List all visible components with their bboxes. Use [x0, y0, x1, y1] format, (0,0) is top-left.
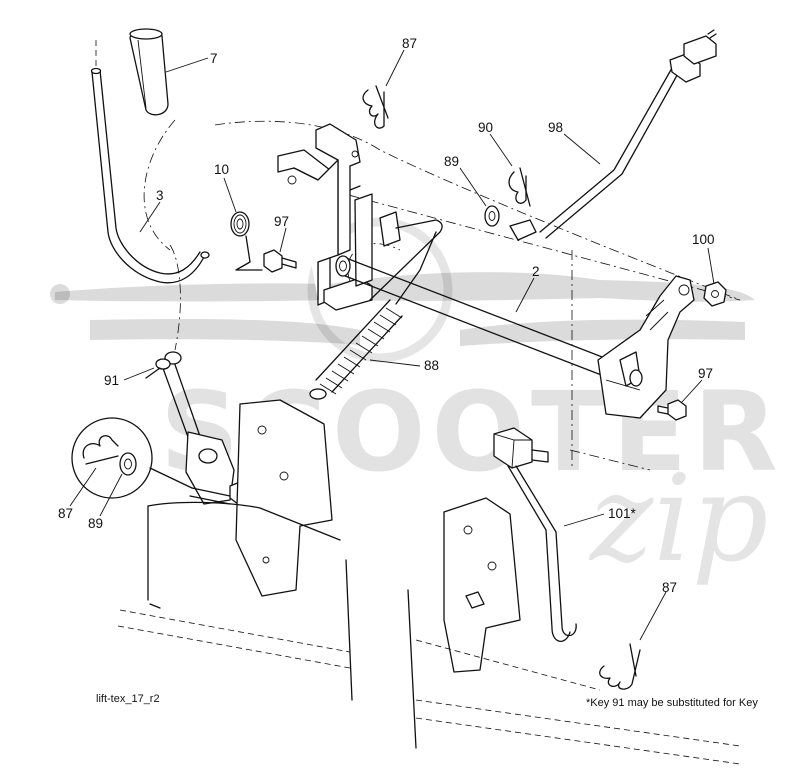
rod-101 [493, 427, 577, 642]
callout-10: 10 [214, 162, 229, 177]
grip-7 [129, 28, 169, 116]
center-bracket [277, 123, 373, 311]
callout-2: 2 [532, 264, 540, 279]
callout-101: 101* [608, 506, 637, 521]
callout-3: 3 [156, 188, 164, 203]
bolt-97-right [657, 399, 687, 421]
callout-100: 100 [692, 232, 715, 247]
callout-97-left: 97 [274, 214, 289, 229]
link-91 [145, 351, 203, 449]
lift-handle-3 [90, 40, 210, 284]
callout-91: 91 [104, 373, 119, 388]
callout-98: 98 [548, 120, 563, 135]
drawing-id: lift-tex_17_r2 [96, 693, 160, 705]
hair-pin-clip-90 [508, 167, 531, 207]
callout-87-bottom: 87 [662, 580, 677, 595]
torsion-spring-10 [230, 211, 263, 271]
callout-89-left: 89 [88, 516, 103, 531]
rod-98 [509, 29, 717, 241]
callout-7: 7 [210, 51, 218, 66]
left-deck-bracket [235, 399, 333, 597]
nut-100 [703, 281, 727, 307]
inner-lift-arm [349, 185, 443, 301]
deck-housing-right [407, 497, 741, 765]
callout-88: 88 [424, 358, 439, 373]
callout-87-left: 87 [58, 506, 73, 521]
watermark: SCOOTER zip [50, 217, 778, 589]
callout-97-right: 97 [698, 366, 713, 381]
hair-pin-clip-87-bottom [599, 643, 641, 690]
leader-lines [69, 49, 715, 641]
deck-housing-left [117, 501, 353, 701]
footnote: *Key 91 may be substituted for Key [586, 697, 758, 709]
right-lift-arm [597, 275, 695, 419]
callout-89-top: 89 [444, 154, 459, 169]
watermark-script-text: zip [588, 450, 768, 589]
extension-spring-88 [309, 231, 437, 400]
callout-90: 90 [478, 120, 493, 135]
bolt-97-left [263, 249, 297, 273]
hair-pin-clip-87-top [362, 85, 389, 129]
callout-87-top: 87 [402, 36, 417, 51]
washer-89-top [484, 205, 500, 227]
callout-labels: 7 87 90 98 89 10 3 97 100 2 91 88 97 87 … [58, 36, 715, 595]
detail-inset [71, 417, 193, 499]
